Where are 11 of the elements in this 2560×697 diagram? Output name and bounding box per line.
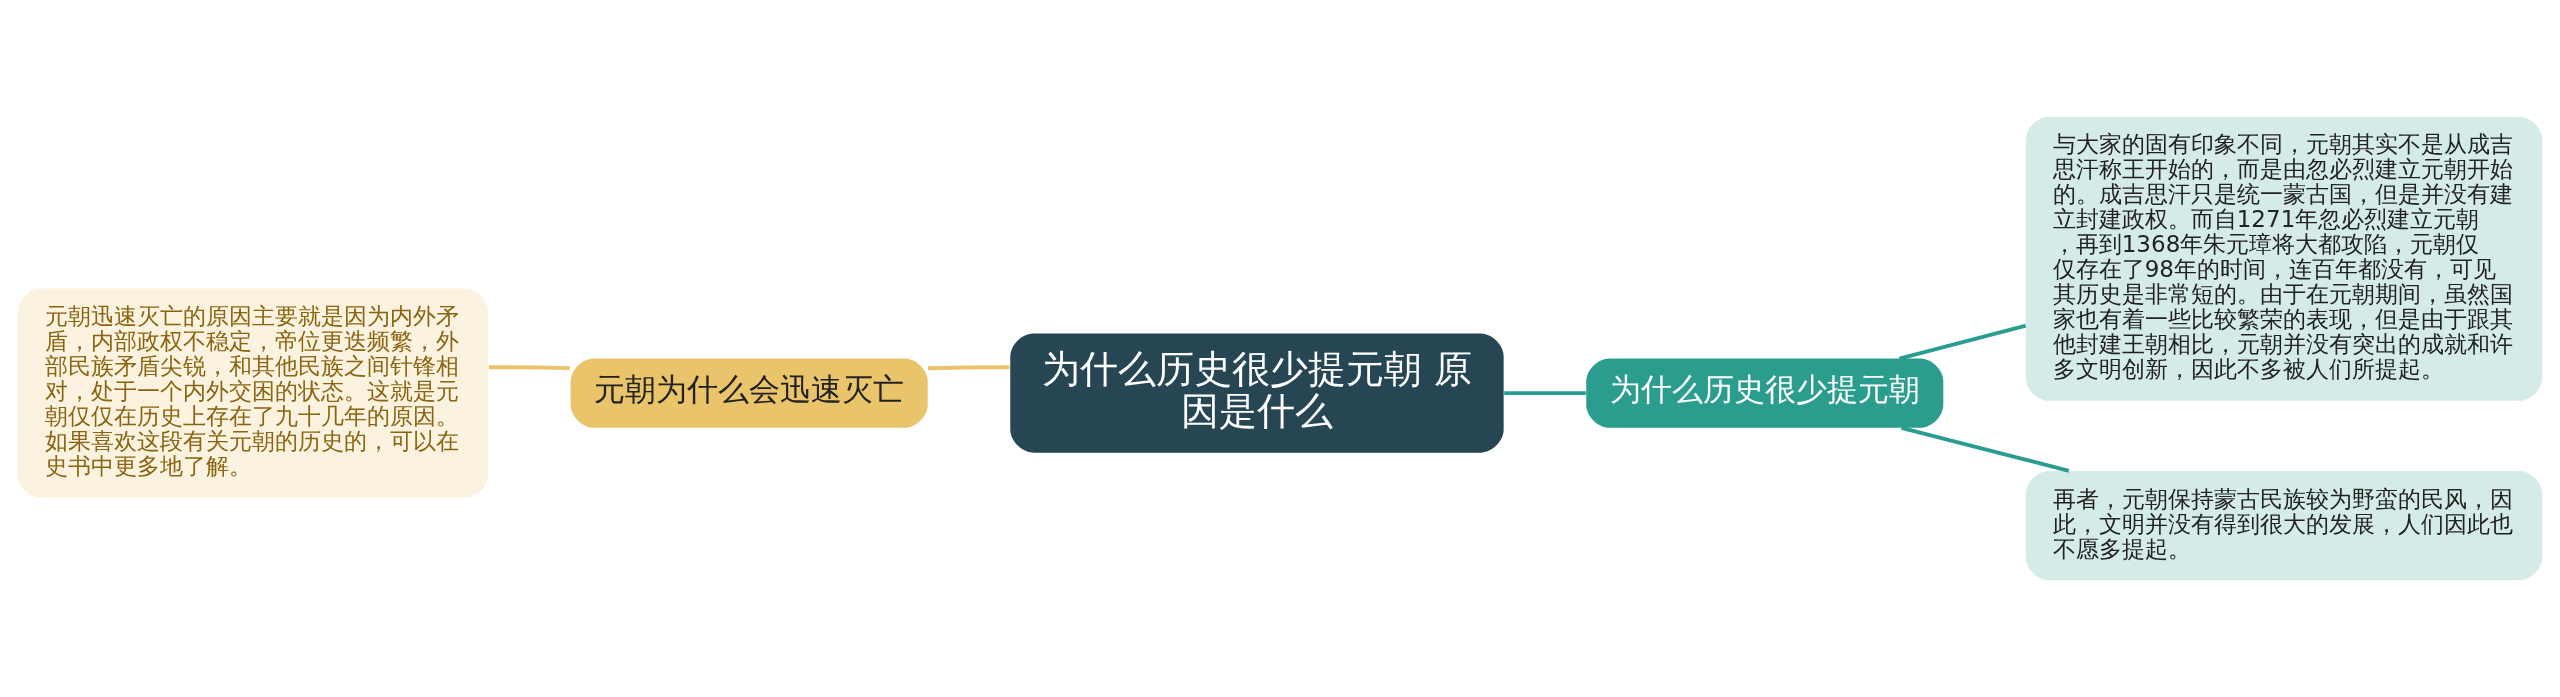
node-box: 与大家的固有印象不同，元朝其实不是从成吉思汗称王开始的，而是由忽必烈建立元朝开始的。成吉思汗只是统一蒙古国，但是并没有建立封建政权。而自1271年忽必烈建立元朝，再到1368年朱元璋将大都攻陷，元朝仅仅存在了98年的时间，连百年都没有，可见其历史是非常短的。由于在元朝期间，虽然国家也有着一些比较繁荣的表现，但是由于跟其他封建王朝相比，元朝并没有突出的成就和许多文明创新，因此不多被人们所提起。 [2025, 116, 2543, 401]
node-box: 为什么历史很少提元朝 [1586, 358, 1944, 428]
connector [488, 365, 570, 371]
node-box: 为什么历史很少提元朝 原因是什么 [1010, 333, 1504, 453]
connector [1504, 391, 1586, 396]
node-box: 元朝迅速灭亡的原因主要就是因为内外矛盾，内部政权不稳定，帝位更迭频繁，外部民族矛盾尖锐，和其他民族之间针锋相对，处于一个内外交困的状态。这就是元朝仅仅在历史上存在了九十几年的原因。如果喜欢这段有关元朝的历史的，可以在史书中更多地了解。 [17, 288, 489, 498]
connector [1900, 425, 2070, 473]
connector [928, 365, 1010, 371]
node-box: 元朝为什么会迅速灭亡 [570, 358, 928, 428]
connector [1898, 323, 2027, 361]
node-box: 再者，元朝保持蒙古民族较为野蛮的民风，因此，文明并没有得到很大的发展，人们因此也不愿多提起。 [2025, 470, 2543, 581]
